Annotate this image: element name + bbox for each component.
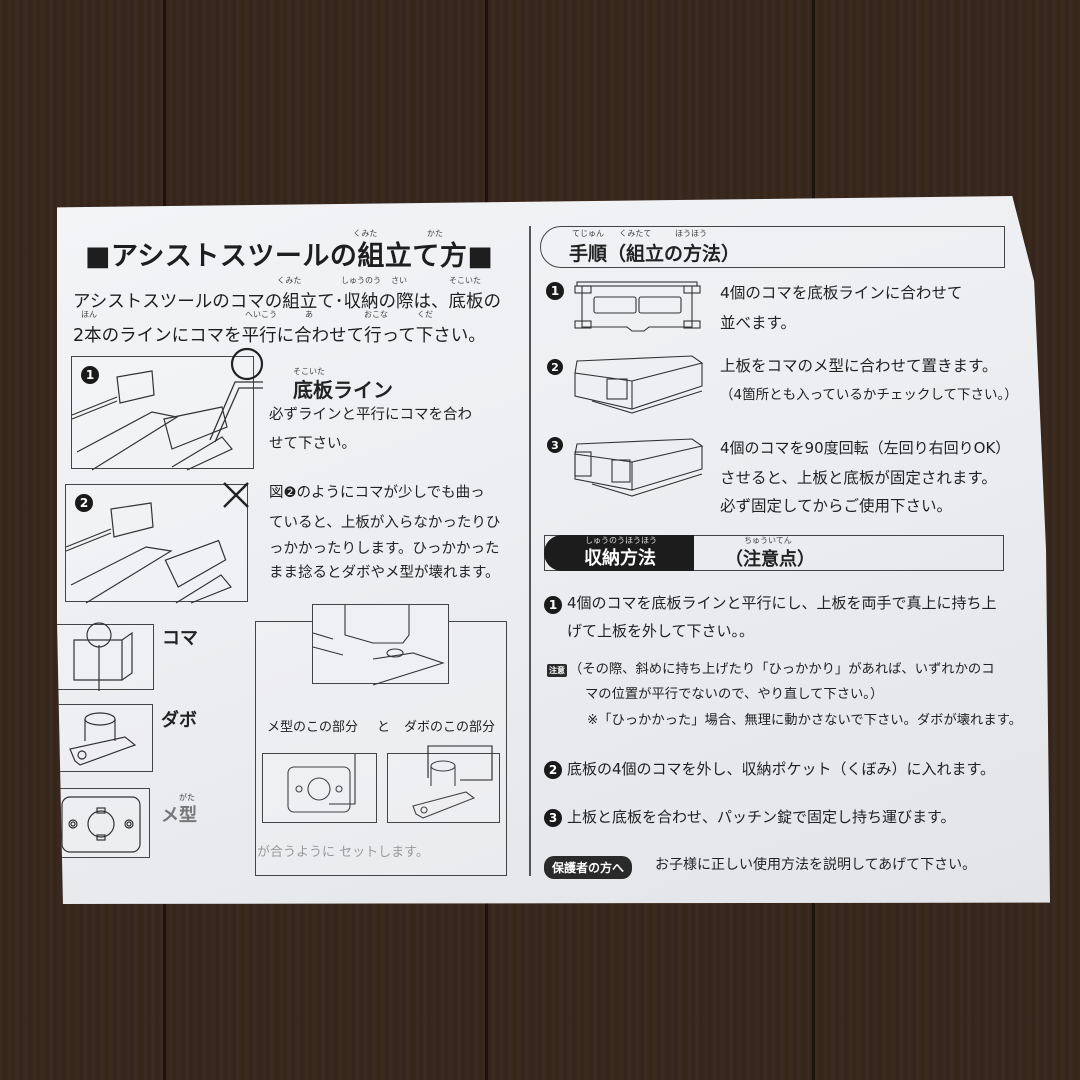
- ruby: くみたて: [619, 229, 652, 238]
- mekata-label: メ型: [161, 805, 197, 826]
- detail-connector: と: [377, 720, 391, 735]
- pointer-arrow: [209, 381, 263, 443]
- ruby: そこいた: [293, 367, 325, 376]
- caution-badge: 注意: [547, 664, 567, 677]
- step2-line-1: 上板をコマのメ型に合わせて置きます。: [720, 357, 998, 375]
- mekata-part-box: [57, 788, 150, 858]
- step1-line-1: 4個のコマを底板ラインに合わせて: [720, 284, 963, 302]
- koma-label: コマ: [162, 628, 198, 649]
- step1-line-2: 並べます。: [720, 314, 796, 332]
- guardian-badge: 保護者の方へ: [544, 856, 633, 879]
- figure-1-correct: 1: [71, 356, 254, 471]
- step2-line-2: （4箇所とも入っているかチェックして下さい。）: [720, 387, 1018, 403]
- ruby: おこな: [364, 310, 388, 319]
- guardian-text: お子様に正しい使用方法を説明してあげて下さい。: [655, 857, 977, 873]
- caution-line-1: （その際、斜めに持ち上げたり「ひっかかり」があれば、いずれかのコ: [569, 662, 995, 677]
- detail-label-right: ダボのこの部分: [404, 720, 496, 735]
- closeup-illustration: [312, 604, 449, 686]
- intro-line-1: アシストスツールのコマの組立て･収納の際は、底板の: [73, 292, 502, 312]
- fig2-text-line-1: 図❷のようにコマが少しでも曲っ: [269, 485, 485, 501]
- koma-block-illustration: [73, 622, 133, 691]
- fig2-text-line-2: ていると、上板が入らなかったりひ: [269, 515, 501, 531]
- dabo-label: ダボ: [161, 710, 197, 731]
- base-board-top-view: [574, 281, 701, 332]
- storage-title-block: 収納方法: [544, 535, 694, 571]
- closeup-lines: [312, 605, 445, 686]
- detail-label-left: メ型のこの部分: [267, 720, 359, 735]
- step-number-badge: 3: [547, 437, 563, 453]
- caution-line-2: マの位置が平行でないので、やり直して下さい。）: [585, 687, 884, 702]
- detail-footer: が合うように セットします。: [257, 845, 429, 860]
- step-number-badge: 2: [75, 494, 93, 512]
- fig2-text-line-4: まま捻るとダボやメ型が壊れます。: [269, 565, 500, 581]
- dowel-detail-illustration: [412, 745, 493, 819]
- storage3-line-1: 上板と底板を合わせ、パッチン錠で固定し持ち運びます。: [567, 808, 956, 826]
- stool-corner-illustration: [71, 370, 233, 471]
- storage1-line-2: げて上板を外して下さい。。: [567, 622, 755, 640]
- ruby: へいこう: [245, 310, 277, 319]
- caution-line-3: ※「ひっかかった」場合、無理に動かさないで下さい。ダボが壊れます。: [587, 713, 1022, 728]
- column-divider: [529, 226, 531, 876]
- dabo-dowel-illustration: [69, 712, 137, 766]
- ruby: しゅうのう: [341, 276, 381, 285]
- fig1-text-line-1: 必ずラインと平行にコマを合わ: [269, 407, 472, 423]
- step-number-badge: 1: [546, 282, 564, 300]
- step-number-badge: 1: [544, 596, 562, 614]
- dabo-part-box: [57, 704, 153, 772]
- socket-detail-box: [262, 753, 377, 823]
- ruby: しゅうのうほうほう: [585, 536, 657, 545]
- step3-line-3: 必ず固定してからご使用下さい。: [720, 497, 953, 515]
- assembly-section-header: 手順（組立の方法）: [540, 226, 1005, 268]
- step3-line-1: 4個のコマを90度回転（左回り右回りOK）: [720, 439, 1011, 457]
- step-number-badge: 2: [544, 761, 562, 779]
- ruby: ちゅういてん: [744, 536, 792, 545]
- ruby: くみた: [353, 229, 378, 238]
- female-socket-illustration: [61, 796, 141, 853]
- stool-locked-illustration: [574, 438, 704, 497]
- step-number-badge: 3: [544, 809, 562, 827]
- incorrect-cross-icon: [223, 482, 249, 508]
- stool-corner-illustration: [65, 502, 232, 604]
- dowel-detail-box: [387, 745, 500, 823]
- stool-assembled-illustration: [574, 355, 704, 414]
- ruby: てじゅん: [572, 229, 604, 238]
- ruby: かた: [427, 229, 443, 238]
- storage-section-title: 収納方法: [584, 548, 656, 569]
- ruby: ほうほう: [675, 229, 707, 238]
- figure-2-incorrect: 2: [65, 484, 248, 604]
- storage-section-header: 収納方法 （注意点）: [544, 535, 1004, 571]
- ruby: くだ: [417, 310, 433, 319]
- ruby: がた: [179, 793, 195, 802]
- ruby: そこいた: [449, 276, 481, 285]
- socket-detail-illustration: [287, 754, 356, 813]
- storage2-line-1: 底板の4個のコマを外し、収納ポケット（くぼみ）に入れます。: [567, 760, 996, 778]
- ruby: ほん: [81, 310, 97, 319]
- assembly-section-title: 手順（組立の方法）: [569, 243, 741, 265]
- bottom-line-heading: 底板ライン: [293, 378, 393, 402]
- step-number-badge: 2: [547, 359, 563, 375]
- step3-line-2: させると、上板と底板が固定されます。: [720, 469, 997, 487]
- correct-circle-icon: [230, 347, 264, 381]
- intro-line-2: 2本のラインにコマを平行に合わせて行って下さい。: [73, 326, 486, 346]
- fig2-text-line-3: っかかったりします。ひっかかった: [269, 541, 500, 557]
- main-title: ■アシストスツールの組立て方■: [85, 241, 494, 272]
- ruby: さい: [391, 276, 407, 285]
- storage1-line-1: 4個のコマを底板ラインと平行にし、上板を両手で真上に持ち上: [567, 594, 997, 612]
- fig1-text-line-2: せて下さい。: [269, 436, 356, 452]
- caution-points-title: （注意点）: [725, 549, 815, 570]
- ruby: くみた: [277, 276, 302, 285]
- koma-part-box: [57, 622, 154, 691]
- instruction-sheet: ■アシストスツールの組立て方■ くみた かた くみた しゅうのう さい そこいた…: [57, 196, 1050, 904]
- step-number-badge: 1: [81, 366, 99, 384]
- ruby: あ: [305, 310, 313, 319]
